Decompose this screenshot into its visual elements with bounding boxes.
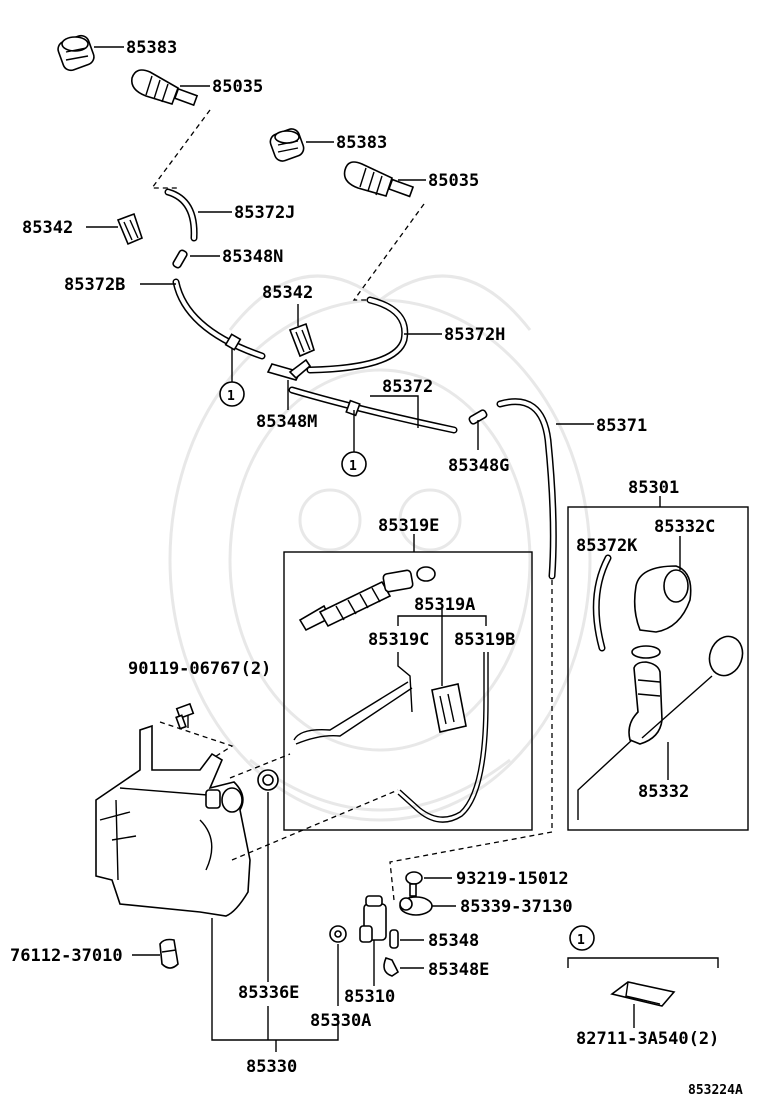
joint-85348G — [468, 409, 488, 425]
callout-85372H: 85372H — [444, 325, 505, 345]
ref-marker-1a: 1 — [219, 381, 245, 407]
callout-85348M: 85348M — [256, 412, 317, 432]
cap-85383-mid — [269, 128, 305, 162]
callout-85372: 85372 — [382, 377, 433, 397]
callout-85319C: 85319C — [368, 630, 429, 650]
callout-85372J: 85372J — [234, 203, 295, 223]
callout-85342-left: 85342 — [22, 218, 73, 238]
box-85301 — [567, 506, 749, 831]
callout-85342-mid: 85342 — [262, 283, 313, 303]
callout-93219: 93219-15012 — [456, 869, 569, 889]
marker-a-label: 1 — [227, 389, 235, 404]
callout-85332: 85332 — [638, 782, 689, 802]
clip-85342-mid — [288, 322, 315, 358]
callout-85348: 85348 — [428, 931, 479, 951]
filler-pipe-85332 — [577, 635, 744, 820]
callout-85383-mid: 85383 — [336, 133, 387, 153]
reservoir-tank — [95, 724, 251, 917]
joint-85348M — [266, 358, 312, 381]
callout-85372K: 85372K — [576, 536, 638, 556]
callout-85348N: 85348N — [222, 247, 283, 267]
cap-85383-top — [57, 34, 95, 72]
cap-76112 — [159, 938, 179, 969]
joint-85348 — [389, 929, 399, 949]
clip-82711 — [610, 981, 676, 1007]
ref-marker-1b: 1 — [341, 451, 367, 477]
callout-85383-top: 85383 — [126, 38, 177, 58]
callout-85332C: 85332C — [654, 517, 715, 537]
callout-90119: 90119-06767(2) — [128, 659, 271, 679]
callout-85319A: 85319A — [414, 595, 475, 615]
box-85319E — [283, 551, 533, 831]
callout-85348G: 85348G — [448, 456, 509, 476]
callout-85330A: 85330A — [310, 1011, 371, 1031]
nozzle-85035-top — [130, 69, 199, 107]
hose-85372K — [592, 554, 612, 652]
bolt-93219 — [405, 871, 423, 897]
harness-85319E — [298, 566, 436, 632]
callout-85348E: 85348E — [428, 960, 489, 980]
grommet-85336E — [257, 769, 279, 791]
pump-85310 — [359, 895, 387, 984]
clip-85342-left — [116, 212, 143, 246]
marker-b-label: 1 — [349, 459, 357, 474]
bolt-90119 — [175, 702, 195, 730]
callout-85371: 85371 — [596, 416, 647, 436]
callout-82711: 82711-3A540(2) — [576, 1029, 719, 1049]
connector-85319A — [431, 683, 467, 733]
callout-85310: 85310 — [344, 987, 395, 1007]
inlet-85332C — [633, 536, 692, 633]
callout-85330: 85330 — [246, 1057, 297, 1077]
callout-85319B: 85319B — [454, 630, 515, 650]
legend-ref-1: 1 — [569, 925, 595, 951]
marker-legend-label: 1 — [577, 933, 585, 948]
grommet-85339 — [399, 896, 433, 916]
callout-85035-top: 85035 — [212, 77, 263, 97]
hose-85348E — [383, 957, 400, 977]
callout-85372B: 85372B — [64, 275, 125, 295]
callout-85336E: 85336E — [238, 983, 299, 1003]
callout-85035-mid: 85035 — [428, 171, 479, 191]
nozzle-85035-mid — [343, 161, 415, 198]
diagram-code: 853224A — [688, 1083, 743, 1098]
joint-85348N — [172, 249, 188, 269]
callout-85339: 85339-37130 — [460, 897, 573, 917]
callout-85301: 85301 — [628, 478, 679, 498]
callout-85319E: 85319E — [378, 516, 439, 536]
callout-76112: 76112-37010 — [10, 946, 123, 966]
seal-85330A — [329, 925, 347, 943]
